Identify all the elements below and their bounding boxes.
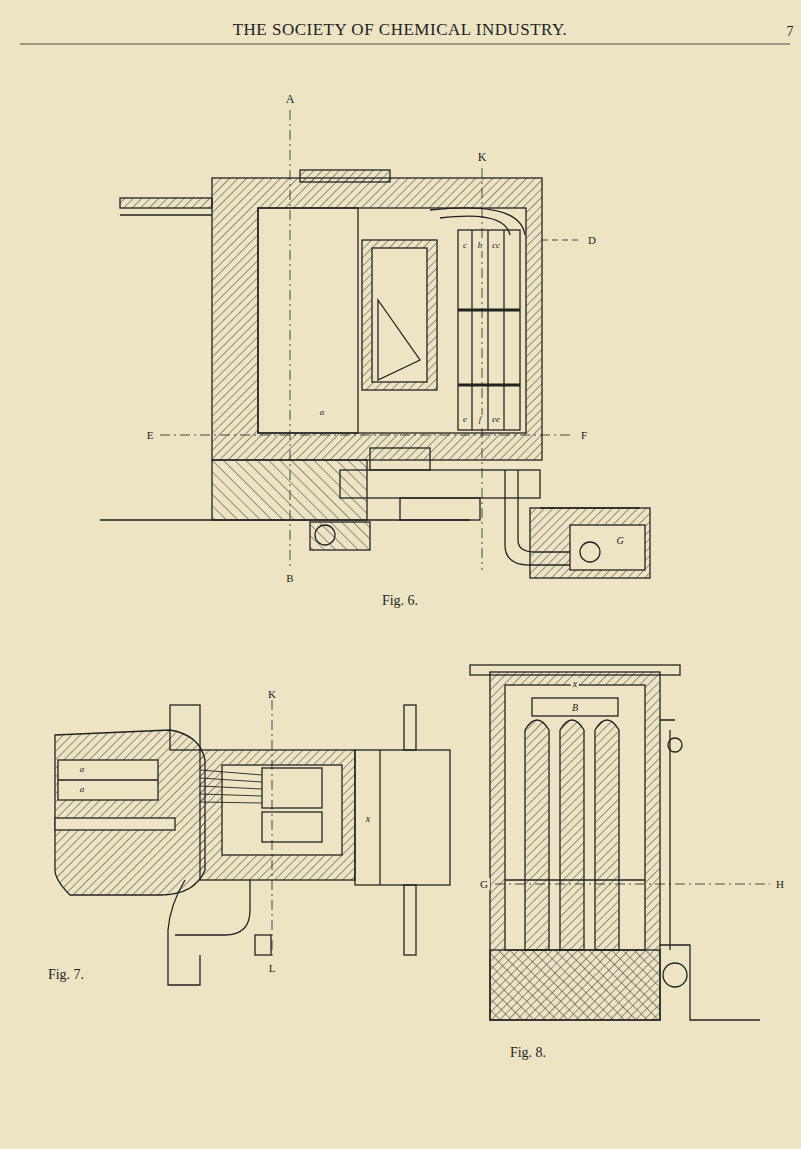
callout-letter: b — [476, 241, 485, 251]
callout-letter: cc — [490, 241, 502, 251]
running-head: THE SOCIETY OF CHEMICAL INDUSTRY. — [231, 21, 570, 40]
callout-letter: F — [579, 429, 589, 441]
page-number: 7 — [785, 24, 796, 39]
callout-letter: G — [614, 535, 625, 546]
callout-letter: L — [267, 962, 278, 974]
callout-letter: Fig. 8. — [508, 1045, 548, 1060]
callout-letter: a — [78, 765, 87, 775]
callout-letter: H — [774, 878, 786, 890]
callout-letter: K — [266, 688, 278, 700]
callout-letter: x — [571, 678, 579, 689]
callout-letter: B — [284, 572, 295, 584]
callout-letter: ee — [490, 415, 502, 425]
callout-letter: Fig. 7. — [46, 967, 86, 982]
callout-letter: G — [478, 878, 490, 890]
callout-letter: D — [586, 234, 598, 246]
callout-letter: e — [461, 415, 469, 425]
callout-letter: Fig. 6. — [380, 593, 420, 608]
callout-letter: f — [477, 415, 484, 425]
callout-letter: B — [570, 702, 580, 713]
callout-letter: c — [461, 241, 469, 251]
callout-letter: x — [364, 813, 372, 824]
callout-letter: a — [78, 785, 87, 795]
callout-letter: K — [476, 151, 489, 164]
callout-letter: E — [145, 429, 156, 441]
callout-letter: A — [284, 93, 297, 106]
callout-letter: a — [318, 408, 327, 418]
